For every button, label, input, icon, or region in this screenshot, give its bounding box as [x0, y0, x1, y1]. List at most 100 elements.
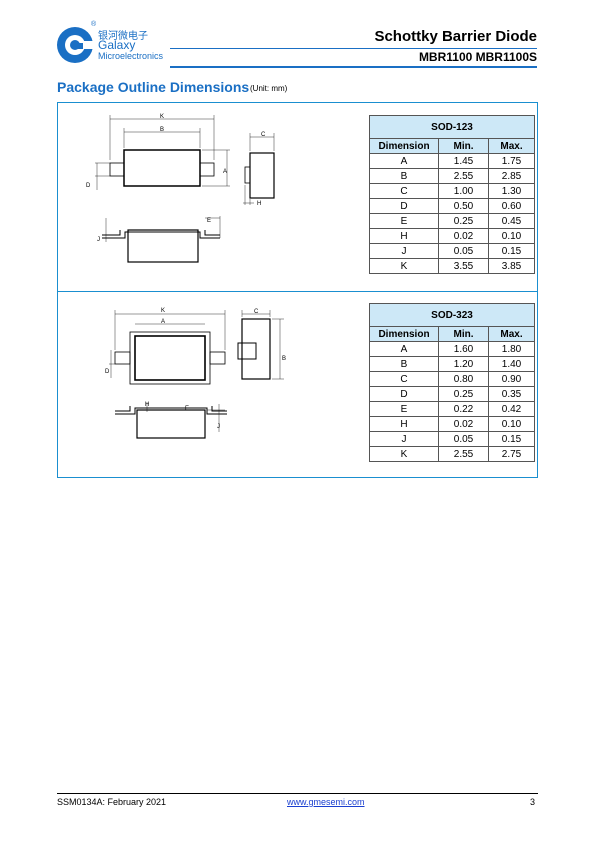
label-e: E: [185, 406, 189, 412]
label-a: A: [223, 169, 227, 175]
min-cell: 0.02: [438, 416, 489, 432]
min-cell: 1.20: [438, 356, 489, 372]
dim-cell: C: [369, 371, 439, 387]
sod323-outline-drawing: K A D H E J: [105, 308, 227, 439]
section-unit: (Unit: mm): [250, 84, 288, 93]
min-cell: 2.55: [438, 446, 489, 462]
max-cell: 0.10: [488, 228, 535, 244]
column-header: Min.: [438, 138, 489, 154]
part-numbers: MBR1100 MBR1100S: [418, 50, 537, 64]
label-c: C: [261, 132, 266, 138]
label-k: K: [161, 308, 165, 314]
outline-panel: [57, 102, 538, 478]
label-b: B: [160, 127, 164, 133]
max-cell: 1.75: [488, 153, 535, 169]
dim-cell: C: [369, 183, 439, 199]
max-cell: 3.85: [488, 258, 535, 274]
dim-cell: K: [369, 258, 439, 274]
table-title: SOD-323: [369, 303, 535, 327]
table-title: SOD-123: [369, 115, 535, 139]
min-cell: 0.05: [438, 243, 489, 259]
dim-cell: D: [369, 198, 439, 214]
sod123-end-view-drawing: C H: [243, 132, 275, 207]
column-header: Dimension: [369, 138, 439, 154]
max-cell: 0.42: [488, 401, 535, 417]
max-cell: 0.35: [488, 386, 535, 402]
min-cell: 1.00: [438, 183, 489, 199]
label-d: D: [105, 369, 110, 375]
page-number: 3: [530, 797, 536, 807]
min-cell: 1.60: [438, 341, 489, 357]
min-cell: 0.22: [438, 401, 489, 417]
min-cell: 0.05: [438, 431, 489, 447]
min-cell: 0.25: [438, 386, 489, 402]
label-e: E: [207, 218, 211, 224]
dim-cell: E: [369, 401, 439, 417]
column-header: Max.: [488, 138, 535, 154]
max-cell: 2.75: [488, 446, 535, 462]
dim-cell: H: [369, 416, 439, 432]
document-id: SSM0134A: February 2021: [57, 797, 167, 807]
max-cell: 2.85: [488, 168, 535, 184]
label-a: A: [161, 319, 165, 325]
dim-cell: J: [369, 431, 439, 447]
website-link[interactable]: www.gmesemi.com: [287, 797, 365, 807]
registered-mark: ®: [91, 21, 97, 28]
logo-chinese-text: 银河微电子: [98, 31, 148, 42]
dim-cell: J: [369, 243, 439, 259]
max-cell: 0.90: [488, 371, 535, 387]
max-cell: 0.15: [488, 431, 535, 447]
min-cell: 0.50: [438, 198, 489, 214]
document-title: Schottky Barrier Diode: [374, 28, 537, 45]
min-cell: 0.80: [438, 371, 489, 387]
min-cell: 0.25: [438, 213, 489, 229]
label-h: H: [145, 402, 149, 408]
min-cell: 2.55: [438, 168, 489, 184]
max-cell: 0.45: [488, 213, 535, 229]
label-k: K: [160, 114, 164, 120]
max-cell: 1.80: [488, 341, 535, 357]
label-h: H: [257, 201, 261, 207]
column-header: Min.: [438, 326, 489, 342]
footer-divider: [57, 793, 538, 794]
panel-divider: [57, 291, 538, 292]
max-cell: 0.10: [488, 416, 535, 432]
logo-text-galaxy: Galaxy: [98, 38, 136, 52]
label-j: J: [97, 237, 100, 243]
header-divider: [170, 48, 537, 49]
sod123-outline-drawing: K B A D E J: [86, 114, 230, 263]
column-header: Dimension: [369, 326, 439, 342]
logo-text-microelectronics: Microelectronics: [98, 51, 164, 61]
dim-cell: B: [369, 168, 439, 184]
sod323-end-view-drawing: C B: [237, 309, 286, 380]
dim-cell: E: [369, 213, 439, 229]
label-c: C: [254, 309, 259, 315]
section-title: Package Outline Dimensions: [57, 79, 250, 95]
column-header: Max.: [488, 326, 535, 342]
header-underline: [170, 66, 537, 68]
label-b: B: [282, 356, 286, 362]
label-j: J: [217, 424, 220, 430]
dim-cell: D: [369, 386, 439, 402]
max-cell: 1.40: [488, 356, 535, 372]
label-d: D: [86, 183, 91, 189]
dim-cell: H: [369, 228, 439, 244]
dim-cell: A: [369, 153, 439, 169]
